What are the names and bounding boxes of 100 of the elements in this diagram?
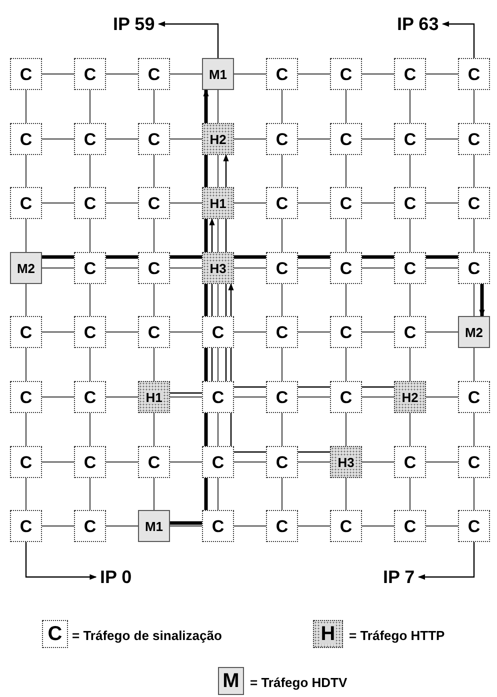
link-line bbox=[25, 413, 27, 446]
link-line bbox=[42, 267, 74, 269]
node-label: M1 bbox=[144, 520, 164, 532]
node-label: M1 bbox=[208, 68, 228, 80]
node-label: C bbox=[274, 260, 290, 276]
output-arrow bbox=[418, 542, 475, 580]
link-line bbox=[409, 155, 411, 187]
link-line bbox=[345, 155, 347, 187]
node-label: C bbox=[82, 388, 98, 406]
link-line bbox=[25, 155, 27, 187]
http-node bbox=[394, 381, 426, 413]
link-line bbox=[217, 478, 219, 510]
link-line bbox=[426, 331, 458, 333]
signaling-node bbox=[138, 187, 170, 219]
signaling-node bbox=[330, 123, 362, 155]
signaling-node bbox=[394, 58, 426, 90]
signaling-node bbox=[394, 187, 426, 219]
link-line bbox=[170, 138, 202, 140]
node-label: C bbox=[274, 388, 290, 406]
link-line bbox=[345, 90, 347, 123]
signaling-node bbox=[10, 381, 42, 413]
link-line bbox=[153, 478, 155, 510]
output-arrow bbox=[442, 21, 475, 58]
link-line bbox=[153, 284, 155, 316]
node-label: H3 bbox=[208, 262, 228, 274]
link-line bbox=[234, 202, 266, 204]
signaling-node bbox=[458, 252, 490, 284]
link-line bbox=[362, 138, 394, 140]
signaling-node bbox=[458, 123, 490, 155]
node-label: C bbox=[210, 324, 226, 340]
link-line bbox=[42, 202, 74, 204]
hdtv-node bbox=[202, 58, 234, 90]
link-line bbox=[298, 331, 330, 333]
link-line bbox=[298, 73, 330, 75]
hdtv-node bbox=[218, 667, 244, 695]
hdtv-node bbox=[10, 252, 42, 284]
node-label: C bbox=[82, 454, 98, 470]
node-label: C bbox=[146, 194, 162, 212]
signaling-node bbox=[138, 446, 170, 478]
link-line bbox=[281, 155, 283, 187]
link-line bbox=[345, 348, 347, 381]
node-label: C bbox=[274, 324, 290, 340]
signaling-node bbox=[138, 123, 170, 155]
node-label: M2 bbox=[464, 326, 484, 338]
signaling-node bbox=[266, 252, 298, 284]
link-line bbox=[25, 478, 27, 510]
signaling-node bbox=[74, 446, 106, 478]
link-line bbox=[473, 155, 475, 187]
signaling-node bbox=[266, 123, 298, 155]
signaling-node bbox=[138, 316, 170, 348]
link-line bbox=[106, 267, 138, 269]
link-line bbox=[473, 348, 475, 381]
link-line bbox=[89, 155, 91, 187]
link-line bbox=[217, 90, 219, 123]
link-line bbox=[234, 396, 266, 398]
link-line bbox=[89, 348, 91, 381]
signaling-node bbox=[74, 252, 106, 284]
node-label: M2 bbox=[16, 262, 36, 274]
link-line bbox=[473, 284, 475, 316]
link-line bbox=[42, 138, 74, 140]
link-line bbox=[106, 73, 138, 75]
http-node bbox=[202, 252, 234, 284]
link-line bbox=[153, 155, 155, 187]
signaling-node bbox=[458, 58, 490, 90]
link-line bbox=[89, 90, 91, 123]
signaling-node bbox=[266, 316, 298, 348]
link-line bbox=[473, 413, 475, 446]
link-line bbox=[362, 267, 394, 269]
route-arrow bbox=[203, 89, 209, 123]
signaling-node bbox=[74, 316, 106, 348]
link-line bbox=[234, 331, 266, 333]
node-label: H1 bbox=[208, 196, 228, 210]
link-line bbox=[217, 155, 219, 187]
signaling-node bbox=[266, 510, 298, 542]
signaling-node bbox=[74, 187, 106, 219]
node-label: C bbox=[338, 324, 354, 340]
signaling-node bbox=[10, 316, 42, 348]
node-label: C bbox=[338, 518, 354, 534]
route-arrow bbox=[209, 218, 215, 252]
link-line bbox=[234, 525, 266, 527]
link-line bbox=[42, 396, 74, 398]
link-line bbox=[426, 267, 458, 269]
link-line bbox=[345, 478, 347, 510]
link-line bbox=[409, 413, 411, 446]
signaling-node bbox=[74, 58, 106, 90]
http-node bbox=[202, 187, 234, 219]
http-node bbox=[202, 123, 234, 155]
link-line bbox=[42, 73, 74, 75]
link-line bbox=[473, 219, 475, 252]
link-line bbox=[234, 461, 266, 463]
link-line bbox=[106, 138, 138, 140]
node-label: C bbox=[82, 130, 98, 148]
node-label: H1 bbox=[144, 390, 164, 404]
node-label: C bbox=[466, 260, 482, 276]
signaling-node bbox=[330, 510, 362, 542]
link-line bbox=[298, 138, 330, 140]
signaling-node bbox=[42, 620, 68, 648]
node-label: H2 bbox=[208, 132, 228, 146]
node-label: C bbox=[338, 388, 354, 406]
link-line bbox=[170, 461, 202, 463]
